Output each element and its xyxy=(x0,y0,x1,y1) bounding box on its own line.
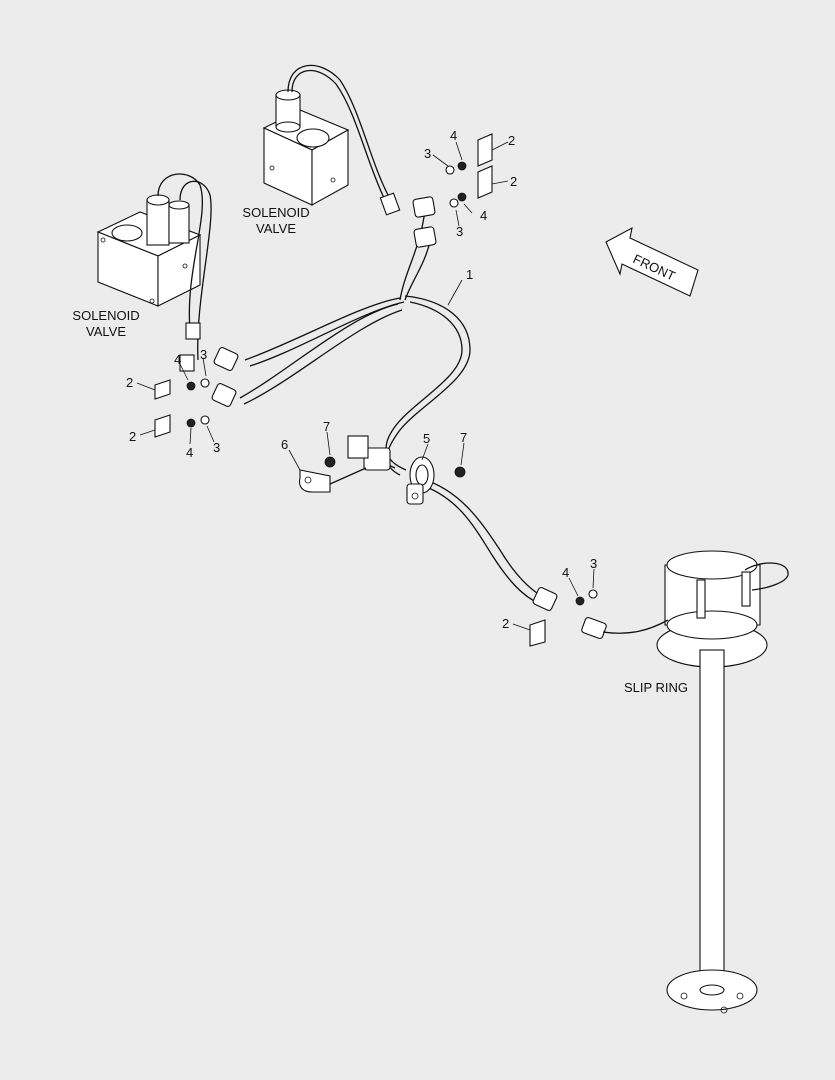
callout-4: 4 xyxy=(450,128,457,143)
wire-harness xyxy=(239,209,546,605)
callout-7: 7 xyxy=(460,430,467,445)
slip-ring xyxy=(602,550,789,1014)
solenoid-valve-upper xyxy=(262,64,401,216)
front-arrow: FRONT xyxy=(605,226,699,297)
callout-2: 2 xyxy=(129,429,136,444)
callout-4: 4 xyxy=(186,445,193,460)
callout-3: 3 xyxy=(200,347,207,362)
brackets-item-2 xyxy=(154,133,598,647)
solenoid-label-upper-1: SOLENOID xyxy=(242,205,309,220)
callout-3: 3 xyxy=(213,440,220,455)
callout-6: 6 xyxy=(281,437,288,452)
callout-4: 4 xyxy=(562,565,569,580)
callout-5: 5 xyxy=(423,431,430,446)
callout-numbers: 1 2 2 3 4 4 3 4 3 2 2 4 3 6 7 5 7 2 4 3 xyxy=(126,128,597,631)
bracket-item-6 xyxy=(298,456,367,493)
callout-leaders xyxy=(136,141,595,631)
callout-2: 2 xyxy=(126,375,133,390)
solenoid-label-upper-2: VALVE xyxy=(256,221,296,236)
callout-2: 2 xyxy=(508,133,515,148)
callout-7: 7 xyxy=(323,419,330,434)
callout-2: 2 xyxy=(510,174,517,189)
solenoid-label-left-1: SOLENOID xyxy=(72,308,139,323)
callout-4: 4 xyxy=(174,352,181,367)
solenoid-valve-left xyxy=(96,173,212,372)
connectors xyxy=(211,196,607,639)
callout-2: 2 xyxy=(502,616,509,631)
callout-4: 4 xyxy=(480,208,487,223)
slip-ring-label: SLIP RING xyxy=(624,680,688,695)
solenoid-label-left-2: VALVE xyxy=(86,324,126,339)
callout-3: 3 xyxy=(456,224,463,239)
callout-3: 3 xyxy=(424,146,431,161)
callout-1: 1 xyxy=(466,267,473,282)
clamp-item-5 xyxy=(406,456,466,505)
callout-3: 3 xyxy=(590,556,597,571)
